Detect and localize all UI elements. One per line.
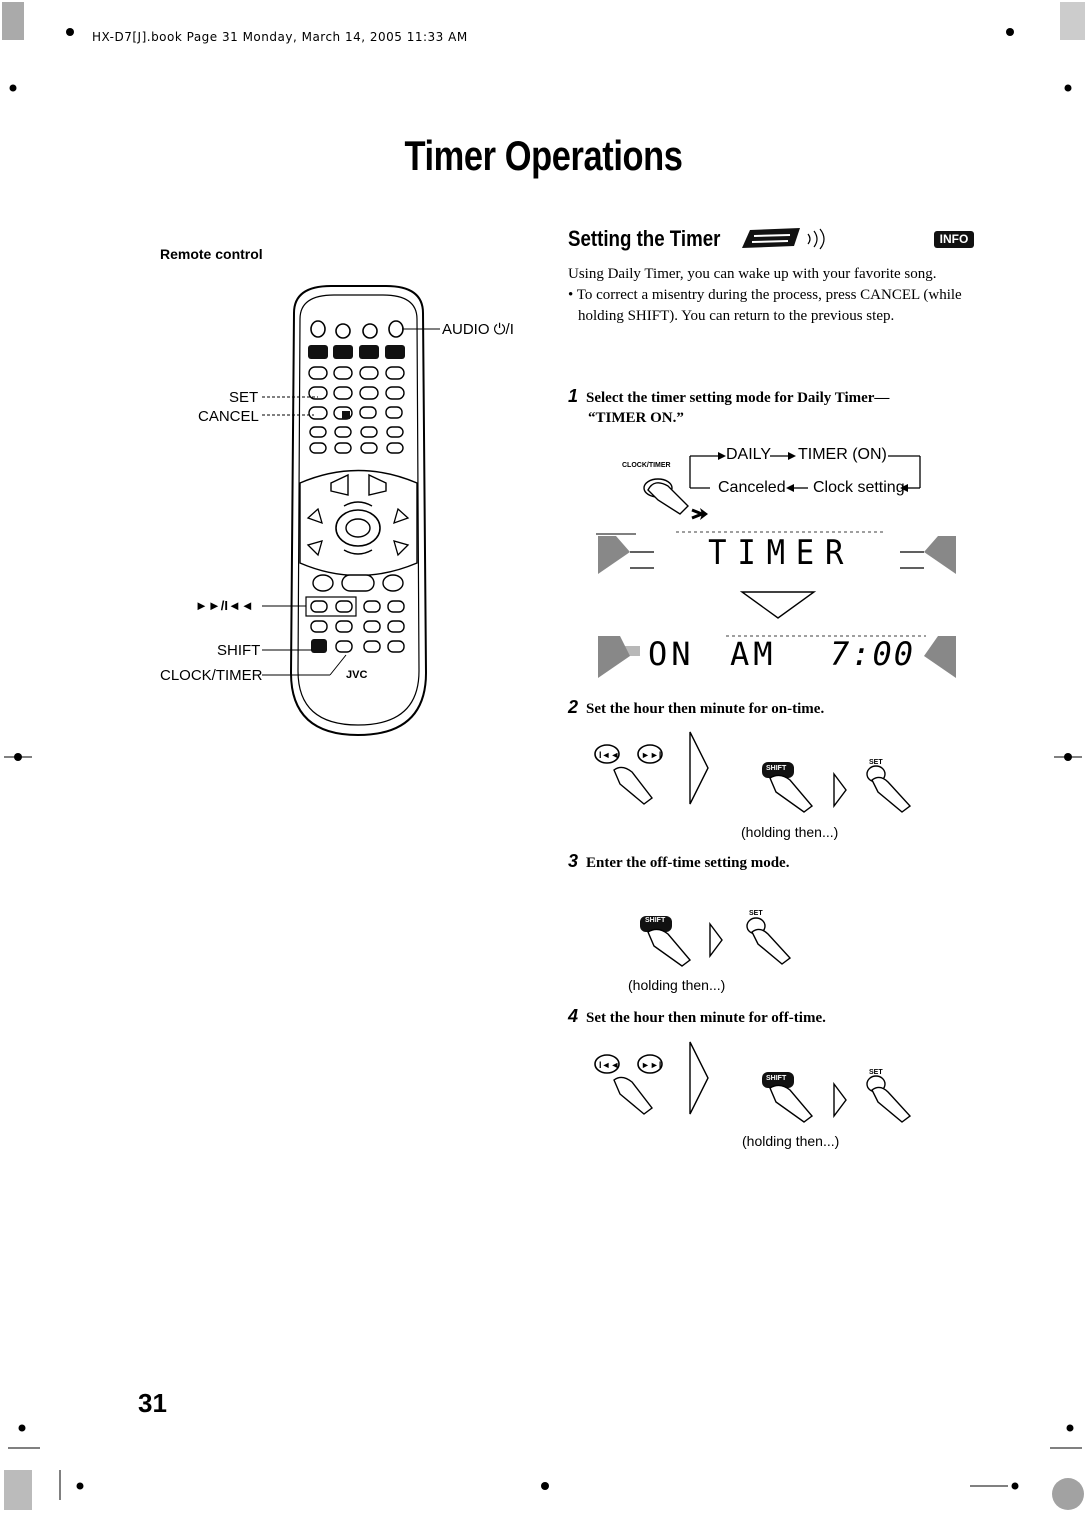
shift-button-icon xyxy=(762,1072,794,1088)
color-bar-icon xyxy=(2,2,24,40)
step-3: 3 Enter the off-time setting mode. xyxy=(568,851,978,873)
svg-text:I◄◄: I◄◄ xyxy=(599,750,619,760)
reg-dot-icon xyxy=(66,28,74,36)
lcd-am-text: AM xyxy=(730,635,777,673)
cancel-note: • To correct a misentry during the proce… xyxy=(568,287,962,324)
shift-button-label: SHIFT xyxy=(766,1075,787,1082)
reg-dot-icon xyxy=(1006,28,1014,36)
holding-note: (holding then...) xyxy=(742,1133,840,1149)
book-header-line: HX-D7[J].book Page 31 Monday, March 14, … xyxy=(92,30,468,44)
set-callout: SET xyxy=(229,389,259,406)
intro-text: Using Daily Timer, you can wake up with … xyxy=(568,266,937,282)
shift-button-label: SHIFT xyxy=(645,917,666,924)
remote-callout-lines xyxy=(262,328,440,676)
shift-callout: SHIFT xyxy=(217,642,261,659)
intro-text-block: Using Daily Timer, you can wake up with … xyxy=(568,264,978,327)
right-arrow-icon xyxy=(709,921,723,959)
color-wheel-icon xyxy=(1052,1478,1084,1510)
right-arrow-icon xyxy=(833,1081,847,1119)
flow-button-label: CLOCK/TIMER xyxy=(622,462,671,469)
clock-timer-callout: CLOCK/TIMER xyxy=(160,667,263,684)
reg-dot-icon xyxy=(1011,1482,1019,1490)
flow-timer-on: TIMER (ON) xyxy=(798,446,887,463)
finger-press-icon xyxy=(751,928,792,965)
page-title: Timer Operations xyxy=(404,132,683,179)
page-number: 31 xyxy=(138,1388,167,1418)
lcd-on-text: ON xyxy=(648,635,695,673)
skip-callout: ►►/I◄◄ xyxy=(195,598,254,613)
lcd-display-on-time xyxy=(598,635,956,678)
holding-note: (holding then...) xyxy=(628,977,726,993)
flow-clock-setting: Clock setting xyxy=(813,479,905,496)
finger-press-icon xyxy=(871,1086,912,1123)
remote-only-icon xyxy=(742,228,825,250)
step-number: 1 xyxy=(568,386,579,406)
right-arrow-icon xyxy=(833,771,847,809)
cancel-callout: CANCEL xyxy=(198,408,259,425)
remote-control-label: Remote control xyxy=(160,246,263,262)
prev-button-icon xyxy=(594,1054,620,1074)
step-4: 4 Set the hour then minute for off-time. xyxy=(568,1006,978,1028)
lcd-timer-text: TIMER xyxy=(708,533,855,573)
section-title: Setting the Timer xyxy=(568,226,721,251)
reg-dot-icon xyxy=(1064,84,1072,92)
step-3-illustration xyxy=(640,916,792,967)
color-bar-icon xyxy=(4,1470,32,1510)
finger-press-icon xyxy=(647,482,689,515)
step-text: Set the hour then minute for off-time. xyxy=(586,1010,826,1026)
finger-press-icon xyxy=(613,1076,653,1115)
set-button-label: SET xyxy=(869,759,883,766)
shift-button-icon xyxy=(640,916,672,932)
reg-dot-icon xyxy=(18,1424,26,1432)
svg-text:►►I: ►►I xyxy=(641,1060,661,1070)
finger-press-icon xyxy=(871,776,912,813)
finger-press-icon xyxy=(769,1084,814,1123)
lcd-display-timer xyxy=(596,531,956,574)
audio-callout: AUDIO ⏻/I xyxy=(442,321,514,338)
finger-press-icon xyxy=(647,928,692,967)
flow-canceled: Canceled xyxy=(718,479,786,496)
reg-dot-icon xyxy=(541,1482,549,1490)
step-text: Set the hour then minute for on-time. xyxy=(586,701,825,717)
step-number: 4 xyxy=(568,1006,579,1026)
next-button-icon xyxy=(637,1054,663,1074)
step-text-cont: “TIMER ON.” xyxy=(588,410,684,426)
set-button-label: SET xyxy=(869,1069,883,1076)
finger-press-icon xyxy=(769,774,814,813)
step-text: Select the timer setting mode for Daily … xyxy=(586,390,890,406)
reg-dot-icon xyxy=(1066,1424,1074,1432)
prev-button-icon xyxy=(594,744,620,764)
step-number: 3 xyxy=(568,851,579,871)
shift-button-icon xyxy=(762,762,794,778)
color-bar-icon xyxy=(1060,2,1085,40)
remote-control-illustration: JVC xyxy=(289,285,428,737)
set-button-label: SET xyxy=(749,910,763,917)
next-button-icon xyxy=(637,744,663,764)
info-badge: INFO xyxy=(934,231,974,248)
right-arrow-icon xyxy=(689,731,709,805)
holding-note: (holding then...) xyxy=(741,824,839,840)
step-number: 2 xyxy=(568,697,579,717)
shift-button-label: SHIFT xyxy=(766,765,787,772)
step-2-illustration: I◄◄ ►►I xyxy=(594,731,912,813)
timer-mode-flow xyxy=(643,452,921,520)
step-text: Enter the off-time setting mode. xyxy=(586,855,790,871)
down-arrow-icon xyxy=(739,591,817,619)
finger-press-icon xyxy=(613,766,653,805)
step-2: 2 Set the hour then minute for on-time. xyxy=(568,697,978,719)
step-4-illustration: I◄◄ ►►I xyxy=(594,1041,912,1123)
reg-dot-icon xyxy=(9,84,17,92)
svg-text:I◄◄: I◄◄ xyxy=(599,1060,619,1070)
svg-text:►►I: ►►I xyxy=(641,750,661,760)
lcd-time-text: 7:00 xyxy=(830,635,916,673)
flow-daily: DAILY xyxy=(726,446,772,463)
reg-dot-icon xyxy=(76,1482,84,1490)
right-arrow-icon xyxy=(689,1041,709,1115)
remote-brand-text: JVC xyxy=(346,669,367,681)
step-1: 1 Select the timer setting mode for Daily… xyxy=(568,386,978,428)
